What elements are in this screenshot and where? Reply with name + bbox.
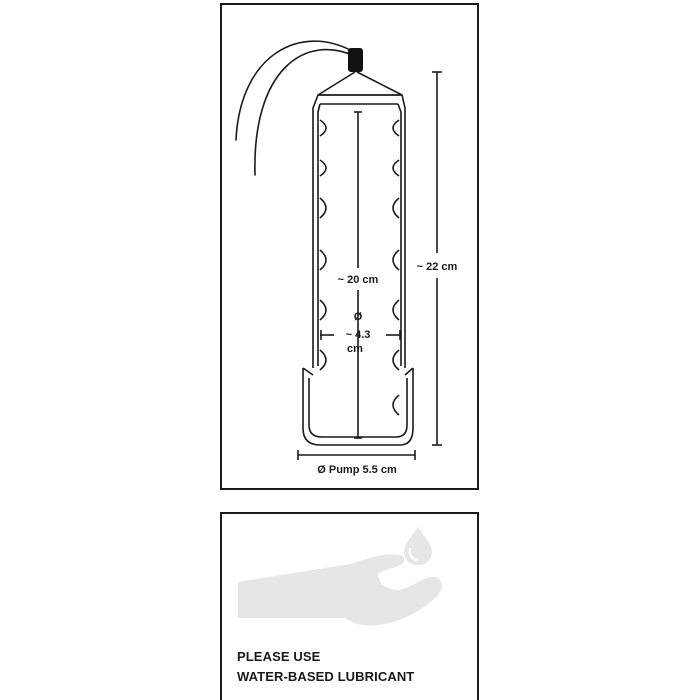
inner-diameter-unit: cm: [347, 343, 363, 355]
inner-diameter-dimension: [320, 330, 401, 340]
open-hand-icon: [238, 554, 442, 626]
total-length-dimension: [432, 71, 442, 446]
inner-diameter-symbol: Ø: [354, 311, 363, 323]
inner-diameter-value: ~ 4.3: [346, 329, 371, 341]
pump-diameter-label: Ø Pump 5.5 cm: [317, 464, 397, 476]
pump-cylinder-icon: [302, 48, 414, 446]
inner-length-dimension: [354, 111, 362, 439]
lubricant-notice: PLEASE USE WATER-BASED LUBRICANT: [237, 647, 414, 687]
water-drop-icon: [404, 527, 432, 565]
hose-icon: [235, 40, 358, 176]
product-dimension-panel: [220, 3, 479, 490]
total-length-label: ~ 22 cm: [417, 261, 458, 273]
pump-diameter-dimension: [297, 450, 416, 460]
notice-line-2: WATER-BASED LUBRICANT: [237, 669, 415, 684]
notice-line-1: PLEASE USE: [237, 649, 321, 664]
inner-length-label: ~ 20 cm: [338, 274, 379, 286]
